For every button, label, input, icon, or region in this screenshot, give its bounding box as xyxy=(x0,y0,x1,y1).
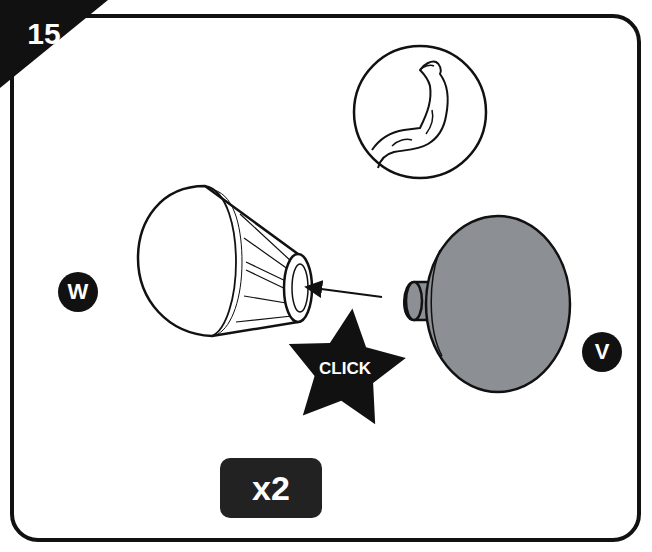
part-letter-text: V xyxy=(595,341,610,363)
insert-arrow xyxy=(306,287,382,297)
part-w xyxy=(138,186,312,336)
step-frame xyxy=(12,16,639,540)
quantity-badge-text: x2 xyxy=(252,471,290,505)
part-v xyxy=(404,216,570,392)
step-number-text: 15 xyxy=(27,19,60,49)
part-letter: V xyxy=(581,331,623,373)
step-number: 15 xyxy=(0,0,108,88)
strength-icon xyxy=(354,46,486,178)
click-burst-text: CLICK xyxy=(319,360,371,377)
part-letter-text: W xyxy=(68,281,89,303)
part-letter: W xyxy=(57,271,99,313)
quantity-badge: x2 xyxy=(220,458,322,518)
click-burst: CLICK xyxy=(283,304,407,424)
